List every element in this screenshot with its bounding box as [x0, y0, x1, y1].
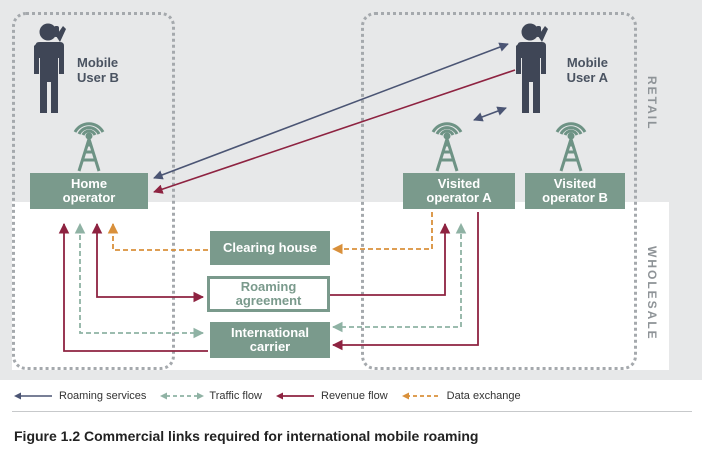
legend-data-exchange: Data exchange	[401, 390, 521, 402]
revenue-user-a-to-home-edge	[153, 69, 516, 194]
international-carrier-node: International carrier	[210, 322, 330, 358]
traffic-carrier-to-visited-edge	[331, 222, 467, 333]
legend-traffic-flow: Traffic flow	[160, 390, 262, 402]
mobile-user-a-label: Mobile User A	[563, 55, 608, 85]
roaming-agreement-node: Roaming agreement	[207, 276, 330, 312]
clearing-house-node: Clearing house	[210, 231, 330, 265]
home-country-region	[12, 12, 175, 370]
diagram-edges	[58, 42, 516, 352]
figure-caption: Figure 1.2 Commercial links required for…	[14, 428, 479, 444]
visited-operator-b-line2: operator B	[542, 190, 608, 205]
visited-b-tower-icon	[555, 122, 587, 172]
legend: Roaming services Traffic flow Revenue fl…	[14, 387, 535, 405]
data-visited-to-clearing-edge	[331, 212, 433, 255]
visited-operator-a-node: Visited operator A	[403, 173, 515, 209]
legend-revenue-flow: Revenue flow	[276, 390, 388, 402]
caption-divider	[12, 411, 692, 412]
legend-roaming-services-label: Roaming services	[59, 390, 147, 402]
roaming-agreement-line2: agreement	[235, 293, 302, 308]
mobile-user-b-label: Mobile User B	[77, 55, 119, 85]
visited-operator-b-node: Visited operator B	[525, 173, 625, 209]
home-operator-node: Home operator	[30, 173, 148, 209]
revenue-carrier-to-home-edge	[58, 222, 208, 352]
visited-operator-a-line2: operator A	[426, 190, 492, 205]
clearing-house-label: Clearing house	[223, 240, 317, 255]
international-carrier-line2: carrier	[249, 339, 291, 354]
legend-traffic-flow-label: Traffic flow	[209, 390, 262, 402]
visited-operator-b-line1: Visited	[553, 176, 597, 191]
mobile-user-a-line2: User A	[566, 70, 608, 85]
mobile-user-a-line1: Mobile	[566, 55, 608, 70]
roaming-services-local-edge	[473, 106, 507, 122]
data-exchange-legend-icon	[401, 392, 440, 400]
legend-revenue-flow-label: Revenue flow	[321, 390, 388, 402]
revenue-roaming-to-visited-edge	[330, 222, 451, 296]
legend-data-exchange-label: Data exchange	[446, 390, 521, 402]
roaming-services-legend-icon	[14, 392, 52, 400]
roaming-services-long-edge	[153, 42, 509, 180]
mobile-user-b-line1: Mobile	[77, 55, 119, 70]
wholesale-label: WHOLESALE	[645, 246, 659, 341]
legend-roaming-services: Roaming services	[14, 390, 146, 402]
revenue-visited-to-carrier-edge	[331, 212, 479, 351]
home-tower-icon	[73, 122, 105, 172]
diagram-canvas: RETAIL WHOLESALE Mobile User B Mobile Us…	[0, 0, 702, 380]
traffic-flow-legend-icon	[160, 392, 205, 400]
roaming-agreement-line1: Roaming	[240, 279, 297, 294]
data-clearing-to-home-edge	[107, 222, 208, 251]
international-carrier-line1: International	[230, 325, 309, 340]
mobile-user-b-line2: User B	[77, 70, 119, 85]
home-operator-line2: operator	[62, 190, 116, 205]
home-operator-line1: Home	[70, 176, 108, 191]
visited-operator-a-line1: Visited	[437, 176, 481, 191]
traffic-carrier-to-home-edge	[74, 222, 205, 339]
mobile-user-b-icon	[34, 23, 66, 113]
visited-country-region	[361, 12, 637, 370]
mobile-user-a-icon	[516, 23, 548, 113]
retail-label: RETAIL	[645, 76, 659, 131]
revenue-flow-legend-icon	[276, 392, 314, 400]
revenue-home-to-roaming-edge	[91, 222, 205, 303]
